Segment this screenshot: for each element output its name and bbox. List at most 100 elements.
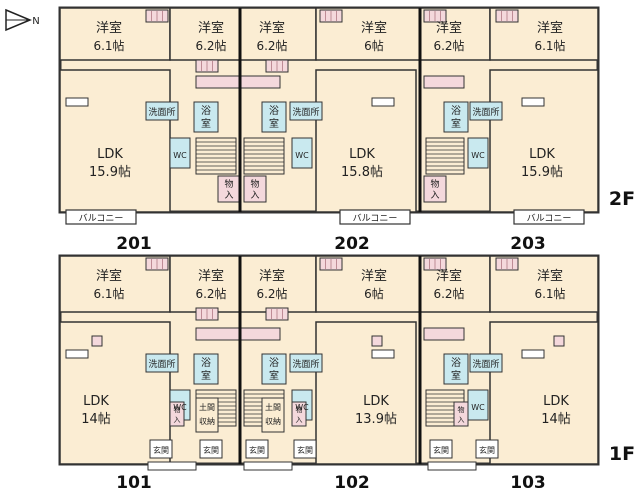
bedroom-label: 洋室 [436,268,462,284]
bathroom-f1-2 [261,353,287,385]
entrance-step-2 [427,461,477,471]
bedroom-size-label: 6.1帖 [93,38,124,53]
bedroom-label: 洋室 [96,268,122,284]
storage-label: 物 [430,178,439,190]
bedroom-label: 洋室 [361,268,387,284]
storage-label: 物 [224,178,233,190]
doma-storage-0 [195,397,219,433]
washroom-f2-2 [289,101,323,121]
bedroom-size-label: 6.2帖 [433,286,464,301]
bedroom-size-label: 6.1帖 [534,286,565,301]
storage-f1-2 [453,401,469,427]
ldk-label: LDK [349,147,375,162]
storage-label: 物 [174,405,181,414]
bedroom-label: 洋室 [198,268,224,284]
balcony-3 [513,209,585,225]
bedroom-size-label: 6.1帖 [534,38,565,53]
stair-outline [425,137,465,175]
entrance-label: 玄関 [297,445,313,455]
bathroom-label: 室 [451,117,461,130]
doma-storage-1 [261,397,285,433]
bedroom-size-label: 6.2帖 [433,38,464,53]
washroom-label: 洗面所 [292,358,319,370]
entrance-step-0 [147,461,197,471]
bathroom-f1-1 [193,353,219,385]
bathroom-label: 浴 [201,105,211,117]
bedroom-size-label: 6.2帖 [195,38,226,53]
unit-103: 103 [510,473,546,493]
storage-label: 入 [430,190,439,201]
ldk-f1-1 [59,321,171,465]
storage-f2-2 [423,175,447,203]
balcony-label: バルコニー [79,213,124,224]
bathroom-label: 浴 [451,105,461,117]
bedroom-label: 洋室 [259,20,285,36]
ldk-label: LDK [543,394,569,409]
ldk-label: LDK [97,147,123,162]
stair-outline [195,137,237,175]
wc-f2-1 [169,137,191,169]
bedroom-size-label: 6帖 [364,38,384,53]
plan-labels: 洋室6.1帖洋室6.2帖洋室6.2帖洋室6帖洋室6.2帖洋室6.1帖LDK15.… [79,20,572,455]
bedroom-size-label: 6.2帖 [256,38,287,53]
entrance-0 [149,439,173,459]
entrance-label: 玄関 [203,445,219,455]
vent-1 [371,335,383,347]
bedroom-size-label: 6.2帖 [195,286,226,301]
bathroom-label: 室 [269,117,279,130]
entrance-3 [293,439,317,459]
stair-outline [243,137,285,175]
plan-shapes [58,6,600,471]
floor-label-2f: 2F [609,188,635,210]
bathroom-f2-3 [443,101,469,133]
wc-label: WC [173,403,187,412]
storage-label: 入 [174,416,181,424]
storage-label: 入 [250,190,259,201]
storage-label: 物 [250,178,259,190]
washroom-label: 洗面所 [148,106,175,118]
wc-label: WC [295,151,309,160]
bathroom-label: 浴 [269,105,279,117]
bathroom-label: 室 [201,117,211,130]
hall-strip-f2-b [423,75,465,89]
doma-label: 土間 [265,402,281,412]
kitchen-counter [521,97,545,107]
kitchen-counter [65,349,89,359]
unit-202: 202 [334,234,370,254]
kitchen-counter [65,97,89,107]
wc-label: WC [471,151,485,160]
entrance-5 [475,439,499,459]
washroom-f2-1 [145,101,179,121]
ldk-f1-3 [489,321,599,465]
bedroom-label: 洋室 [361,20,387,36]
ldk-f2-2 [315,69,417,213]
storage-label: 物 [458,405,465,414]
balcony-2 [339,209,411,225]
washroom-f2-3 [469,101,503,121]
ldk-label: LDK [363,394,389,409]
bathroom-label: 室 [201,369,211,382]
north-compass-icon: N [5,8,40,32]
washroom-label: 洗面所 [472,358,499,370]
vent-2 [553,335,565,347]
unit-203: 203 [510,234,546,254]
entrance-label: 玄関 [153,445,169,455]
ldk-label: LDK [529,147,555,162]
wc-label: WC [295,403,309,412]
vent-0 [91,335,103,347]
unit-102: 102 [334,473,370,493]
staircase-f2-3 [425,137,465,175]
ldk-f2-1 [59,69,171,213]
floor-label-1f: 1F [609,443,635,465]
entrance-label: 玄関 [249,445,265,455]
bathroom-label: 室 [451,369,461,382]
washroom-f1-2 [289,353,323,373]
doma-label: 収納 [199,416,215,426]
ldk-size-label: 13.9帖 [355,412,397,427]
bathroom-f2-2 [261,101,287,133]
ldk-f2-3 [489,69,599,213]
storage-f2-1 [243,175,267,203]
ldk-size-label: 14帖 [541,412,571,427]
balcony-label: バルコニー [527,213,572,224]
